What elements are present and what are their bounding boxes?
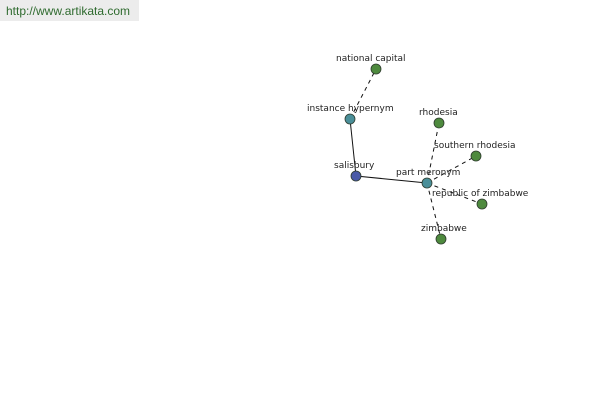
node-label-salisbury: salisbury bbox=[334, 161, 375, 171]
node-label-republic-of-zimbabwe: republic of zimbabwe bbox=[432, 189, 529, 199]
edge-part-meronym-to-rhodesia bbox=[426, 122, 440, 184]
url-banner: http://www.artikata.com bbox=[0, 0, 139, 21]
node-label-national-capital: national capital bbox=[336, 54, 406, 64]
edge-instance-hypernym-to-national-capital bbox=[349, 68, 377, 120]
node-part-meronym[interactable] bbox=[421, 177, 433, 189]
node-label-rhodesia: rhodesia bbox=[419, 108, 458, 118]
node-national-capital[interactable] bbox=[370, 63, 382, 75]
node-instance-hypernym[interactable] bbox=[344, 113, 356, 125]
node-label-part-meronym: part meronym bbox=[396, 168, 460, 178]
node-republic-of-zimbabwe[interactable] bbox=[476, 198, 488, 210]
node-zimbabwe[interactable] bbox=[435, 233, 447, 245]
edge-part-meronym-to-republic-of-zimbabwe bbox=[426, 182, 483, 205]
graph-edges bbox=[349, 68, 483, 240]
edge-salisbury-to-part-meronym bbox=[355, 175, 428, 184]
graph-labels: salisbury instance hypernym part meronym na… bbox=[307, 54, 529, 234]
graph-nodes bbox=[344, 63, 488, 245]
node-salisbury[interactable] bbox=[350, 170, 362, 182]
site-url-link[interactable]: http://www.artikata.com bbox=[6, 4, 131, 18]
node-rhodesia[interactable] bbox=[433, 117, 445, 129]
node-label-instance-hypernym: instance hypernym bbox=[307, 104, 394, 114]
node-label-southern-rhodesia: southern rhodesia bbox=[434, 141, 515, 151]
edge-part-meronym-to-zimbabwe bbox=[426, 182, 442, 240]
edge-part-meronym-to-southern-rhodesia bbox=[426, 155, 477, 184]
edge-salisbury-to-instance-hypernym bbox=[349, 118, 357, 177]
node-southern-rhodesia[interactable] bbox=[470, 150, 482, 162]
node-label-zimbabwe: zimbabwe bbox=[421, 224, 467, 234]
